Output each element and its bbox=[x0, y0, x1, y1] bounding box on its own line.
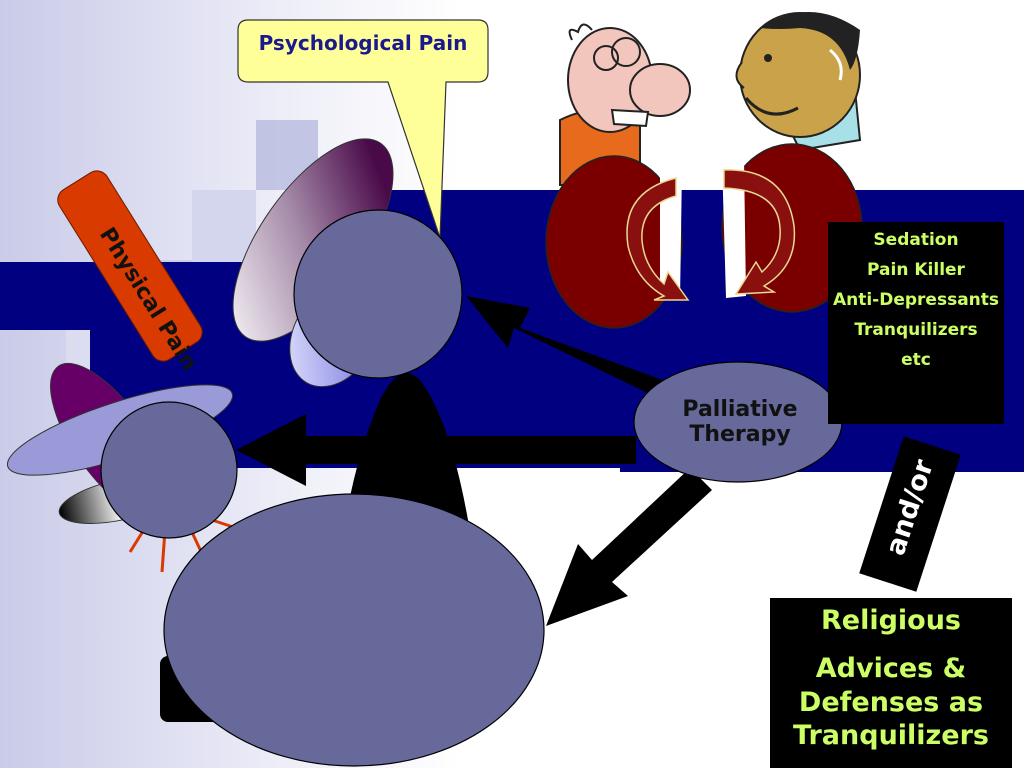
religious-subtitle: Advices & Defenses as Tranquilizers bbox=[793, 652, 989, 752]
drug-item-anti-depressants: Anti-Depressants bbox=[832, 290, 1000, 311]
psychological-pain-label: Psychological Pain bbox=[258, 31, 468, 55]
drug-item-pain-killer: Pain Killer bbox=[867, 260, 965, 281]
palliative-therapy-label: Palliative Therapy bbox=[682, 397, 798, 447]
arrow-to-religious bbox=[546, 468, 712, 626]
religious-circle bbox=[163, 493, 545, 767]
physical-pain-tag bbox=[57, 170, 203, 362]
religious-text-block: Religious Advices & Defenses as Tranquil… bbox=[770, 604, 1012, 753]
drug-item-etc: etc bbox=[901, 350, 931, 371]
psychological-pain-circle bbox=[293, 209, 463, 379]
religious-title: Religious bbox=[820, 605, 962, 636]
drug-item-tranquilizers: Tranquilizers bbox=[854, 320, 978, 341]
drug-item-sedation: Sedation bbox=[873, 230, 959, 250]
drugs-list-box bbox=[828, 222, 1004, 424]
circular-arrow-right-icon bbox=[723, 169, 796, 295]
psychological-pain-callout bbox=[237, 19, 489, 239]
and-or-tag bbox=[859, 436, 961, 592]
left-red-shape bbox=[545, 155, 683, 329]
circular-arrow-left-icon bbox=[626, 177, 690, 301]
arrow-to-psychological bbox=[466, 296, 676, 402]
arrow-to-physical bbox=[236, 414, 636, 486]
religious-box bbox=[770, 598, 1012, 768]
smiling-man-cartoon-icon bbox=[735, 11, 862, 152]
physical-pain-circle bbox=[100, 401, 238, 539]
drugs-list: Sedation Pain Killer Anti-Depressants Tr… bbox=[828, 230, 1004, 380]
